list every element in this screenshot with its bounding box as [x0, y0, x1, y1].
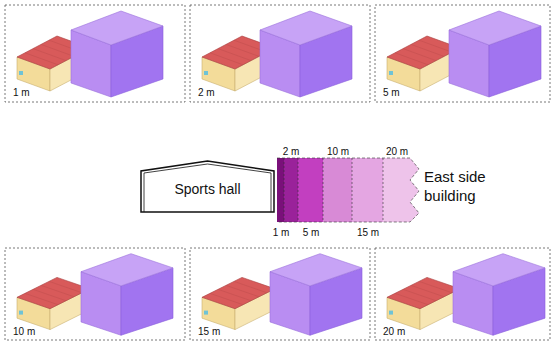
band-divider: [323, 158, 324, 222]
roof-seam: [403, 289, 436, 300]
panel-frame: [190, 248, 370, 340]
band-divider: [383, 158, 384, 222]
distance-label: 10 m: [327, 146, 349, 157]
hall-window: [19, 311, 23, 315]
panel-frame: [5, 248, 185, 340]
panel-frame: [190, 5, 370, 102]
roof-seam: [49, 281, 82, 292]
hall-section: [141, 161, 274, 212]
hall-window: [204, 311, 208, 315]
node-text: Sports hall: [174, 181, 240, 197]
distance-band: [284, 158, 298, 222]
hall-roof: [17, 277, 90, 308]
distance-band: [277, 158, 284, 222]
roof-seam: [41, 285, 74, 296]
building-roof: [81, 254, 173, 286]
building-outline: Sports hall: [140, 157, 275, 213]
roof-seam: [25, 293, 58, 304]
panel-frame: [375, 248, 550, 340]
roof-seam: [33, 49, 66, 61]
hall-roof: [202, 277, 275, 308]
building-roof: [453, 254, 545, 286]
roof-seam: [411, 44, 444, 56]
distance-label: 5 m: [383, 87, 400, 98]
roof-seam: [218, 289, 251, 300]
roof-seam: [419, 40, 452, 52]
hall-window: [389, 71, 393, 75]
panel-frame: [375, 5, 550, 102]
roof-seam: [234, 281, 267, 292]
distance-label: 10 m: [13, 326, 35, 337]
building-roof: [270, 254, 362, 286]
roof-seam: [210, 293, 243, 304]
roof-seam: [419, 281, 452, 292]
band-outline: [277, 158, 419, 222]
band-divider: [298, 158, 299, 222]
distance-label: 2 m: [283, 146, 300, 157]
distance-band: [383, 158, 410, 222]
building-roof: [449, 11, 541, 45]
hall-roof: [387, 277, 460, 308]
roof-seam: [403, 49, 436, 61]
roof-seam: [33, 289, 66, 300]
building-label: East side building: [424, 168, 504, 206]
roof-seam: [210, 53, 243, 65]
roof-seam: [226, 44, 259, 56]
hall-window: [19, 71, 23, 75]
hall-window: [204, 71, 208, 75]
scenario-panel: [190, 248, 370, 340]
roof-seam: [395, 53, 428, 65]
roof-seam: [25, 53, 58, 65]
distance-label: 20 m: [386, 146, 408, 157]
distance-label: 15 m: [357, 227, 379, 238]
band-divider: [352, 158, 353, 222]
roof-seam: [226, 285, 259, 296]
scenario-panel: [5, 5, 185, 102]
distance-label: 2 m: [198, 87, 215, 98]
scenario-panel: [190, 5, 370, 102]
distance-label: 20 m: [383, 326, 405, 337]
distance-band: [323, 158, 352, 222]
distance-label: 15 m: [198, 326, 220, 337]
scenario-panel: [5, 248, 185, 340]
hall-window: [389, 311, 393, 315]
band-divider: [284, 158, 285, 222]
building-roof: [260, 11, 352, 45]
distance-band: [352, 158, 383, 222]
distance-label: 1 m: [273, 227, 290, 238]
building-roof: [71, 11, 163, 45]
scenario-panel: [375, 5, 550, 102]
roof-seam: [395, 293, 428, 304]
panel-frame: [5, 5, 185, 102]
distance-band: [298, 158, 323, 222]
hall-section-inner: [144, 164, 271, 212]
roof-seam: [411, 285, 444, 296]
roof-seam: [218, 49, 251, 61]
scenario-panel: [375, 248, 550, 340]
roof-seam: [41, 44, 74, 56]
distance-label: 5 m: [303, 227, 320, 238]
distance-label: 1 m: [13, 87, 30, 98]
